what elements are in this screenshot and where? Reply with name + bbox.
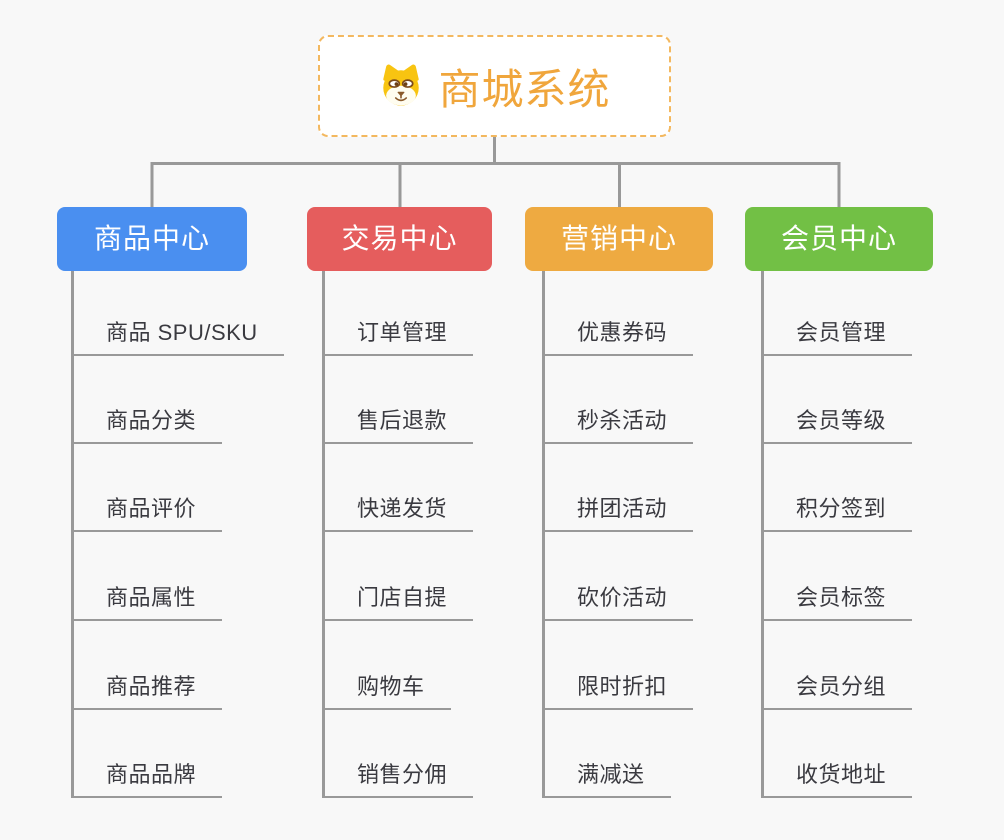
branch-node-product-center[interactable]: 商品中心 [57,207,247,271]
topic-node[interactable]: 秒杀活动 [542,406,694,444]
topic-node[interactable]: 积分签到 [761,494,913,532]
topic-node[interactable]: 拼团活动 [542,494,694,532]
topic-node[interactable]: 优惠券码 [542,318,694,356]
topic-node[interactable]: 商品品牌 [71,760,223,798]
topic-node[interactable]: 销售分佣 [322,760,474,798]
branch-node-member-center[interactable]: 会员中心 [745,207,933,271]
topic-node[interactable]: 商品 SPU/SKU [71,318,284,356]
topic-node[interactable]: 商品评价 [71,494,223,532]
topic-node[interactable]: 商品属性 [71,583,223,621]
root-node[interactable]: 商城系统 [318,35,671,137]
branch-node-trade-center[interactable]: 交易中心 [307,207,492,271]
topic-node[interactable]: 限时折扣 [542,672,694,710]
topic-node[interactable]: 会员等级 [761,406,913,444]
topic-node[interactable]: 购物车 [322,672,451,710]
topic-node[interactable]: 售后退款 [322,406,474,444]
topic-node[interactable]: 商品推荐 [71,672,223,710]
topic-node[interactable]: 会员管理 [761,318,913,356]
topic-node[interactable]: 收货地址 [761,760,913,798]
topic-node[interactable]: 满减送 [542,760,671,798]
topic-node[interactable]: 商品分类 [71,406,223,444]
topic-node[interactable]: 砍价活动 [542,583,694,621]
root-title: 商城系统 [438,65,611,113]
topic-node[interactable]: 门店自提 [322,583,474,621]
dog-face-icon [383,64,420,106]
topic-node[interactable]: 快递发货 [322,494,474,532]
topic-node[interactable]: 会员标签 [761,583,913,621]
topic-node[interactable]: 订单管理 [322,318,474,356]
topic-node[interactable]: 会员分组 [761,672,913,710]
branch-node-marketing-center[interactable]: 营销中心 [525,207,713,271]
